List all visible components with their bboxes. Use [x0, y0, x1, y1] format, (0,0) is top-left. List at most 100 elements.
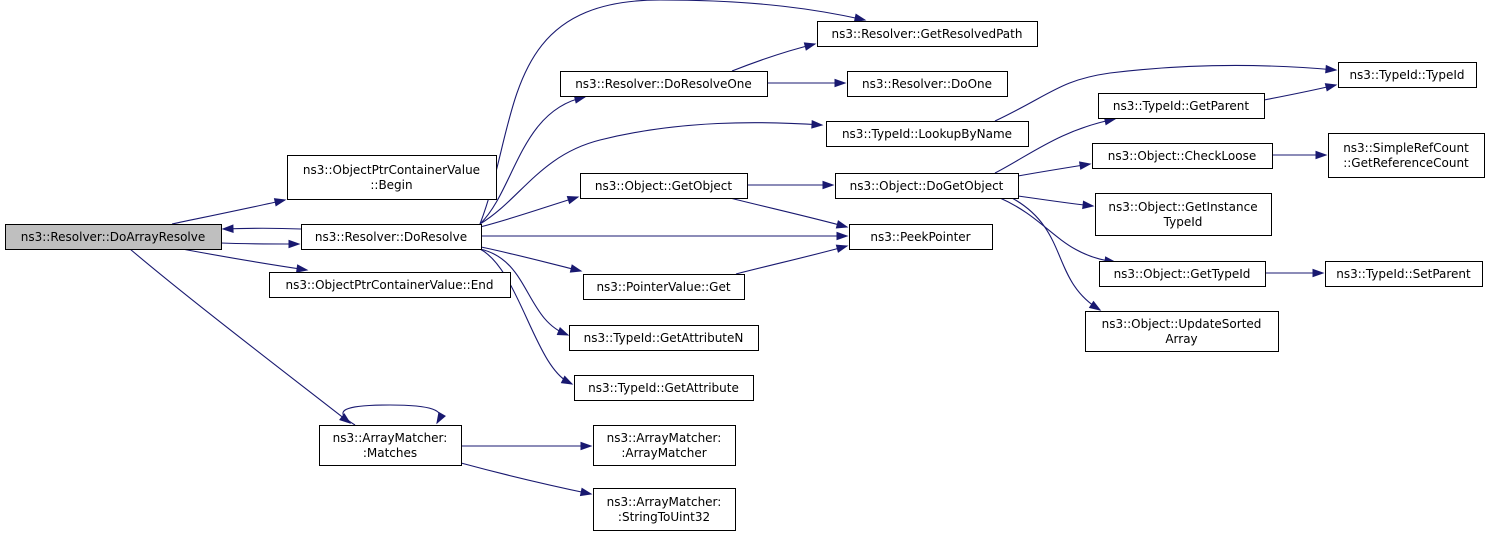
- edge-lookupByName-to-typeIdCtor: [994, 64, 1338, 122]
- edge-line: [181, 248, 308, 271]
- edge-arrowhead: [221, 224, 234, 233]
- node-amCtor[interactable]: ns3::ArrayMatcher::ArrayMatcher: [593, 425, 736, 466]
- node-label: TypeId: [1163, 215, 1203, 229]
- node-getAttribute[interactable]: ns3::TypeId::GetAttribute: [574, 375, 754, 401]
- node-getRefCount[interactable]: ns3::SimpleRefCount::GetReferenceCount: [1328, 133, 1485, 178]
- edge-line: [735, 245, 848, 275]
- node-lookupByName[interactable]: ns3::TypeId::LookupByName: [826, 121, 1029, 147]
- node-optrBegin[interactable]: ns3::ObjectPtrContainerValue::Begin: [287, 155, 497, 200]
- node-label: ::Begin: [370, 178, 412, 192]
- edge-arrowhead: [1315, 150, 1328, 160]
- edge-doArrayResolve-to-optrEnd: [181, 248, 309, 273]
- node-label: ns3::Object::UpdateSorted: [1102, 317, 1262, 331]
- edge-arrowhead: [273, 198, 287, 207]
- edge-line: [479, 248, 573, 385]
- node-getParent[interactable]: ns3::TypeId::GetParent: [1098, 93, 1265, 119]
- edge-doArrayResolve-to-optrBegin: [171, 198, 287, 225]
- node-label: ns3::TypeId::LookupByName: [842, 127, 1012, 141]
- node-label: ns3::TypeId::SetParent: [1336, 267, 1471, 281]
- node-amStr[interactable]: ns3::ArrayMatcher::StringToUint32: [593, 488, 736, 531]
- node-label: ns3::Resolver::DoResolve: [315, 230, 467, 244]
- edge-arrowhead: [1312, 268, 1325, 278]
- node-box: [5, 224, 222, 250]
- node-box: [1092, 143, 1273, 169]
- edge-line: [999, 197, 1116, 263]
- node-doResolve[interactable]: ns3::Resolver::DoResolve: [301, 224, 482, 250]
- node-box: [319, 425, 462, 466]
- edge-line: [171, 199, 286, 225]
- edge-line: [1017, 195, 1094, 207]
- node-getResolvedPath[interactable]: ns3::Resolver::GetResolvedPath: [817, 21, 1038, 47]
- node-label: ns3::ObjectPtrContainerValue::End: [285, 278, 493, 292]
- edge-arrowhead: [1325, 64, 1338, 74]
- node-label: ns3::Object::DoGetObject: [850, 179, 1004, 193]
- edge-arrowhead: [834, 78, 847, 88]
- edge-line: [480, 246, 582, 272]
- node-label: ns3::SimpleRefCount: [1343, 141, 1469, 155]
- node-label: ns3::Object::GetTypeId: [1114, 267, 1251, 281]
- node-checkLoose[interactable]: ns3::Object::CheckLoose: [1092, 143, 1273, 169]
- edge-arrowhead: [1078, 161, 1092, 170]
- node-doResolveOne[interactable]: ns3::Resolver::DoResolveOne: [560, 71, 768, 97]
- node-box: [1328, 133, 1485, 178]
- node-box: [817, 21, 1038, 47]
- node-box: [1085, 311, 1279, 352]
- edge-line: [479, 196, 579, 228]
- node-box: [583, 274, 745, 300]
- edge-line: [129, 248, 351, 424]
- node-getTypeId[interactable]: ns3::Object::GetTypeId: [1099, 261, 1266, 287]
- edge-line: [220, 242, 300, 245]
- edge-arrowhead: [579, 487, 593, 497]
- node-box: [1095, 193, 1272, 236]
- node-box: [269, 272, 511, 298]
- node-label: ns3::PointerValue::Get: [596, 280, 730, 294]
- node-label: ns3::Resolver::DoOne: [862, 77, 992, 91]
- edge-getObject-to-doGetObject: [746, 180, 835, 190]
- node-box: [849, 224, 993, 250]
- node-box: [580, 173, 748, 199]
- edge-arrowhead: [811, 120, 824, 129]
- edge-doResolveOne-to-doOne: [767, 78, 847, 88]
- edge-arrowhead: [566, 195, 580, 205]
- node-doGetObject[interactable]: ns3::Object::DoGetObject: [835, 173, 1019, 199]
- node-label: :StringToUint32: [618, 510, 710, 524]
- edge-doArrayResolve-to-doResolve: [220, 239, 301, 249]
- edge-arrowhead: [556, 326, 570, 336]
- edge-arrowhead: [339, 413, 352, 424]
- edge-line: [479, 122, 823, 225]
- node-doArrayResolve[interactable]: ns3::Resolver::DoArrayResolve: [5, 224, 222, 250]
- node-doOne[interactable]: ns3::Resolver::DoOne: [847, 71, 1008, 97]
- edge-line: [342, 404, 441, 426]
- node-setParent[interactable]: ns3::TypeId::SetParent: [1325, 261, 1483, 287]
- edge-doGetObject-to-updateSorted: [1011, 197, 1102, 311]
- node-box: [301, 224, 482, 250]
- node-box: [560, 71, 768, 97]
- node-optrEnd[interactable]: ns3::ObjectPtrContainerValue::End: [269, 272, 511, 298]
- edge-arrowhead: [853, 13, 867, 22]
- node-peekPointer[interactable]: ns3::PeekPointer: [849, 224, 993, 250]
- node-box: [826, 121, 1029, 147]
- nodes-layer: ns3::Resolver::DoArrayResolvens3::Object…: [5, 21, 1485, 531]
- edge-line: [479, 96, 586, 225]
- node-amMatches[interactable]: ns3::ArrayMatcher::Matches: [319, 425, 462, 466]
- edge-arrowhead: [1324, 83, 1338, 92]
- edge-line: [994, 64, 1337, 122]
- node-label: ns3::TypeId::GetAttributeN: [584, 331, 744, 345]
- node-pvGet[interactable]: ns3::PointerValue::Get: [583, 274, 745, 300]
- edge-doResolve-to-getObject: [479, 195, 580, 228]
- node-label: ns3::TypeId::GetParent: [1113, 99, 1249, 113]
- node-box: [287, 155, 497, 200]
- node-label: ns3::ArrayMatcher:: [607, 431, 722, 445]
- edge-line: [222, 227, 302, 230]
- node-label: ns3::Object::GetInstance: [1108, 200, 1257, 214]
- edge-line: [1263, 84, 1337, 101]
- edge-line: [1011, 197, 1101, 311]
- node-getObject[interactable]: ns3::Object::GetObject: [580, 173, 748, 199]
- node-typeIdCtor[interactable]: ns3::TypeId::TypeId: [1338, 62, 1477, 88]
- node-label: ns3::Resolver::GetResolvedPath: [832, 27, 1023, 41]
- node-getAttributeN[interactable]: ns3::TypeId::GetAttributeN: [569, 325, 759, 351]
- edge-arrowhead: [580, 441, 593, 451]
